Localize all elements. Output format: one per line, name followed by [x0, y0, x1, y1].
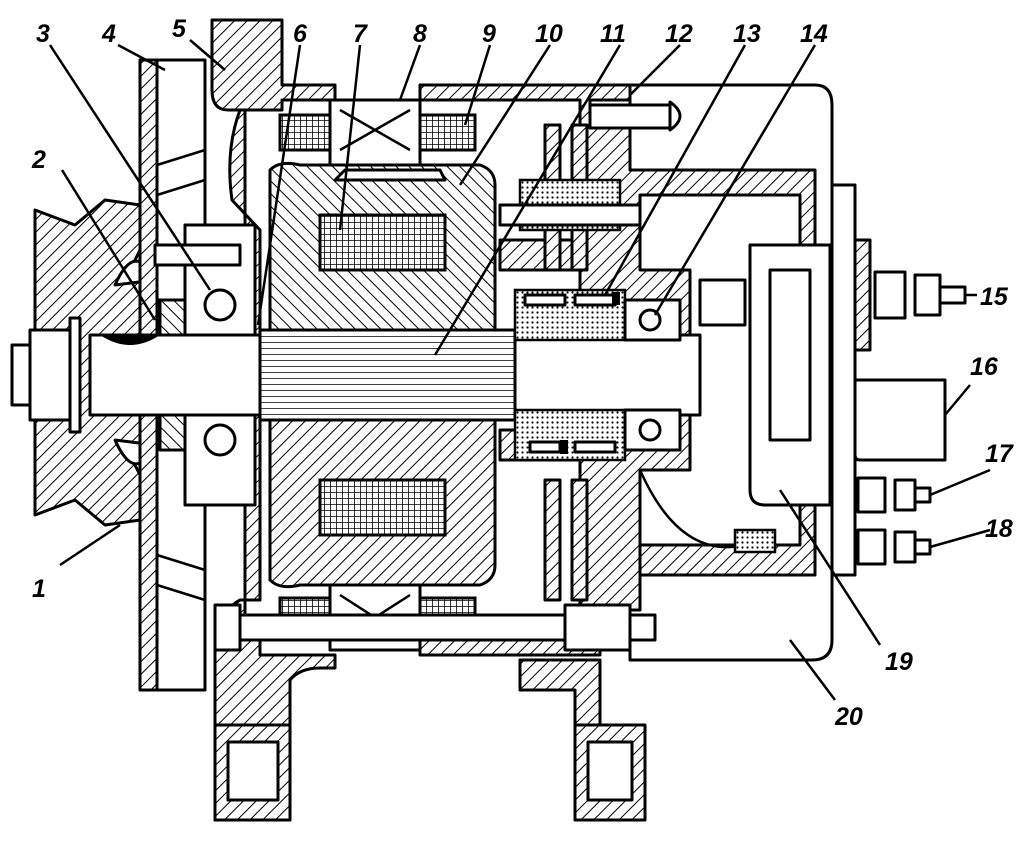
regulator-inner — [768, 268, 812, 442]
tie-bolt-head — [213, 603, 242, 652]
shaft-end — [10, 343, 32, 407]
front-bearing-ball-lower — [203, 423, 237, 457]
brush-lower — [560, 440, 568, 454]
part-label-15: 15 — [980, 283, 1009, 311]
part-label-13: 13 — [733, 20, 761, 48]
terminal-17-nut — [856, 476, 887, 514]
part-label-8: 8 — [413, 20, 427, 48]
rear-bearing-ball-lower — [638, 418, 662, 442]
front-bearing-cap — [158, 298, 187, 337]
stator-core — [328, 98, 422, 167]
terminal-18-nut — [856, 528, 887, 566]
front-bearing-ball — [203, 288, 237, 322]
front-bearing-cap-lower — [158, 413, 187, 452]
shaft-nut — [28, 328, 72, 422]
part-label-3: 3 — [36, 20, 50, 48]
part-label-16: 16 — [970, 353, 999, 381]
terminal-plate — [853, 238, 872, 352]
shaft-washer — [68, 316, 82, 434]
part-label-4: 4 — [101, 20, 116, 48]
regulator-connector — [733, 528, 777, 554]
tie-bolt-nut — [563, 603, 632, 652]
terminal-block — [830, 183, 857, 577]
front-bearing-housing-lower — [183, 413, 257, 507]
front-bolt — [153, 243, 242, 267]
part-label-19: 19 — [885, 648, 913, 676]
stator-winding-left — [278, 113, 332, 152]
brush-upper — [612, 292, 620, 305]
claw-upper — [333, 168, 447, 182]
part-label-11: 11 — [600, 20, 626, 48]
regulator-wire — [638, 469, 746, 549]
slip-ring-upper-2 — [573, 293, 617, 307]
terminal-15-stud — [938, 285, 967, 305]
terminal-15-nut-2 — [913, 273, 942, 317]
terminal-17-nut-2 — [893, 478, 917, 512]
diode-plate-lower-2 — [570, 478, 589, 602]
part-label-20: 20 — [834, 703, 863, 731]
diode-stud — [498, 203, 642, 227]
part-label-5: 5 — [172, 15, 187, 43]
terminal-17-stud — [913, 486, 932, 504]
top-screw — [588, 103, 672, 130]
field-winding-lower — [318, 478, 447, 537]
part-number-labels: 1 2 3 4 5 6 7 8 9 10 11 12 13 14 15 16 1… — [31, 15, 1014, 731]
rotor-core — [258, 328, 517, 422]
alternator-drawing — [10, 18, 967, 822]
shaft-key — [100, 335, 160, 345]
regulator-mount — [698, 278, 747, 327]
terminal-18-nut-2 — [893, 530, 917, 564]
terminal-15-nut — [873, 270, 907, 320]
rear-cover — [628, 83, 834, 662]
part-label-6: 6 — [293, 20, 308, 48]
brush-spring-lower — [573, 440, 617, 454]
diode-plate-lower — [543, 478, 562, 602]
rear-foot-arm — [518, 658, 602, 727]
part-label-2: 2 — [31, 146, 46, 174]
top-screw-head — [668, 100, 682, 132]
part-label-9: 9 — [482, 20, 496, 48]
slip-ring-upper — [523, 293, 567, 307]
slip-ring-lower — [528, 440, 562, 454]
part-label-1: 1 — [32, 575, 46, 603]
field-winding-upper — [318, 213, 447, 272]
part-label-10: 10 — [535, 20, 563, 48]
part-label-12: 12 — [665, 20, 693, 48]
capacitor-16 — [853, 378, 947, 462]
leader-lines — [48, 39, 991, 701]
stator-winding-right — [418, 113, 477, 152]
part-label-17: 17 — [985, 440, 1014, 468]
part-label-18: 18 — [985, 515, 1013, 543]
part-label-14: 14 — [800, 20, 828, 48]
part-label-7: 7 — [353, 20, 368, 48]
front-foot-slot — [226, 740, 280, 802]
terminal-18-stud — [913, 538, 932, 556]
rear-foot-slot — [586, 740, 634, 802]
